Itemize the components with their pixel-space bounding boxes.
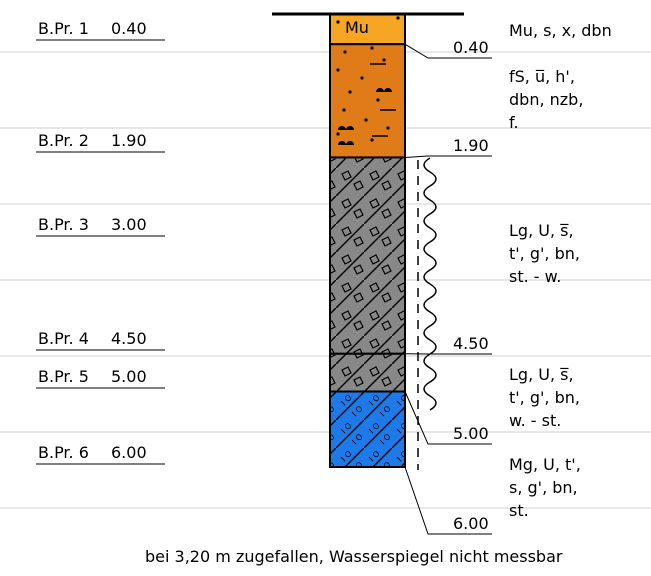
- sand-dot: [336, 132, 340, 136]
- gravel-mark: [338, 126, 354, 130]
- soil-layer: [329, 352, 406, 393]
- layer-description-line: dbn, nzb,: [509, 90, 583, 109]
- boundary-depth: 1.90: [453, 136, 489, 155]
- layer-description-line: t', g', bn,: [509, 388, 580, 407]
- layer-description-line: s, g', bn,: [509, 478, 578, 497]
- sample-labels: B.Pr. 1 0.40B.Pr. 2 1.90B.Pr. 3 3.00B.Pr. 4…: [36, 19, 165, 465]
- sand-dot: [370, 46, 374, 50]
- sand-dot: [396, 16, 400, 20]
- seepage-wave: [423, 157, 437, 411]
- sand-dot: [386, 126, 390, 130]
- sample-label: B.Pr. 3: [38, 215, 89, 234]
- gravel-mark: [338, 141, 354, 145]
- sand-dot: [360, 76, 364, 80]
- soil-layer: [329, 156, 406, 355]
- sample-label: B.Pr. 5: [38, 367, 89, 386]
- layer-description-line: st. - w.: [509, 267, 561, 286]
- soil-layer: [329, 43, 406, 159]
- sample-depth: 3.00: [111, 215, 147, 234]
- soil-layer: [329, 13, 406, 46]
- layer-descriptions: Mu, s, x, dbn fS, u̅, h', dbn, nzb, f. Lg, U…: [509, 21, 612, 520]
- layer-description-line: t', g', bn,: [509, 244, 580, 263]
- sample-label: B.Pr. 2: [38, 131, 89, 150]
- sample-depth: 4.50: [111, 329, 147, 348]
- sample-depth: 6.00: [111, 443, 147, 462]
- sand-dot: [336, 20, 340, 24]
- sand-dot: [376, 98, 380, 102]
- grid-lines: [0, 51, 651, 509]
- boundary-depth: 6.00: [453, 514, 489, 533]
- sand-dot: [364, 118, 368, 122]
- layer-description-line: f.: [509, 113, 519, 132]
- layer-description-line: w. - st.: [509, 411, 561, 430]
- boundary-leader: [404, 155, 492, 158]
- sample-label: B.Pr. 4: [38, 329, 89, 348]
- layer-description-line: fS, u̅, h',: [509, 67, 575, 86]
- soil-column: Mu: [272, 12, 464, 468]
- layer-symbol: Mu: [345, 18, 369, 37]
- layer-description-line: Lg, U, s̅,: [509, 365, 574, 384]
- sand-dot: [336, 68, 340, 72]
- boundary-depths: 0.40 1.90 4.50 5.00 6.00: [404, 38, 492, 535]
- boundary-depth: 5.00: [453, 424, 489, 443]
- sample-depth: 0.40: [111, 19, 147, 38]
- layer-description-line: Mu, s, x, dbn: [509, 21, 612, 40]
- boundary-depth: 0.40: [453, 38, 489, 57]
- sand-dot: [382, 58, 386, 62]
- sand-dot: [342, 108, 346, 112]
- groundwater-indicator: [417, 157, 437, 470]
- sample-depth: 1.90: [111, 131, 147, 150]
- sample-label: B.Pr. 1: [38, 19, 89, 38]
- footnote: bei 3,20 m zugefallen, Wasserspiegel nic…: [145, 547, 563, 566]
- sand-dot: [343, 50, 347, 54]
- sand-dot: [348, 90, 352, 94]
- sample-depth: 5.00: [111, 367, 147, 386]
- soil-layer: [329, 390, 406, 468]
- boundary-depth: 4.50: [453, 334, 489, 353]
- gravel-mark: [376, 88, 392, 92]
- boundary-leader: [404, 43, 492, 59]
- layer-description-line: Lg, U, s̅,: [509, 221, 574, 240]
- layer-description-line: st.: [509, 501, 529, 520]
- boundary-leader: [404, 466, 492, 535]
- layer-description-line: Mg, U, t',: [509, 455, 581, 474]
- sand-dot: [370, 138, 374, 142]
- boundary-leader: [404, 391, 492, 445]
- sample-label: B.Pr. 6: [38, 443, 89, 462]
